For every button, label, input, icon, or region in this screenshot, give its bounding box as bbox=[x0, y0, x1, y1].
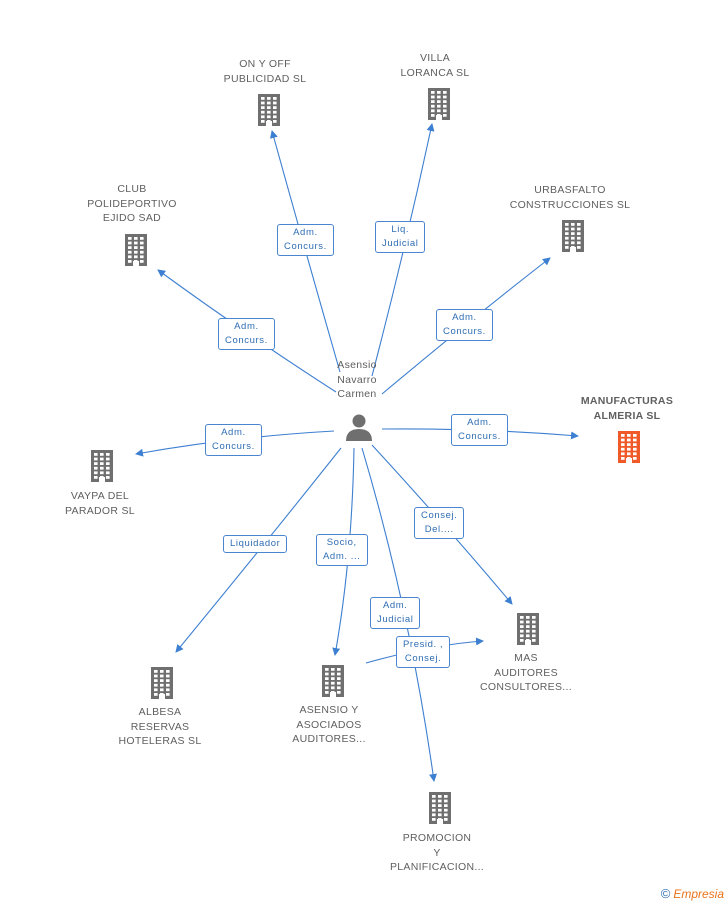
relation-label-urbasfalto[interactable]: Adm.Concurs. bbox=[436, 309, 493, 341]
relation-label-club[interactable]: Adm.Concurs. bbox=[218, 318, 275, 350]
copyright-icon: © bbox=[660, 886, 671, 901]
building-icon bbox=[151, 667, 173, 699]
relation-label-albesa[interactable]: Liquidador bbox=[223, 535, 288, 553]
person-icon bbox=[346, 414, 372, 441]
building-icon bbox=[322, 665, 344, 697]
building-icon bbox=[428, 88, 450, 120]
relation-label-promocion[interactable]: Adm.Judicial bbox=[370, 597, 421, 629]
building-icon bbox=[91, 450, 113, 482]
relation-label-manufacturas[interactable]: Adm.Concurs. bbox=[451, 414, 508, 446]
building-icon-highlight bbox=[618, 431, 640, 463]
brand-name: Empresia bbox=[673, 887, 724, 901]
relation-label-asensio[interactable]: Socio,Adm. ... bbox=[316, 534, 368, 566]
relation-label-on-y-off[interactable]: Adm.Concurs. bbox=[277, 224, 334, 256]
footer-brand[interactable]: ©Empresia bbox=[661, 886, 724, 901]
building-icon bbox=[517, 613, 539, 645]
relation-label-villa[interactable]: Liq.Judicial bbox=[375, 221, 426, 253]
person-name: Asensio Navarro Carmen bbox=[337, 359, 377, 400]
relation-label-mas[interactable]: Consej.Del.... bbox=[414, 507, 465, 539]
building-icon bbox=[258, 94, 280, 126]
relation-label-vaypa[interactable]: Adm.Concurs. bbox=[205, 424, 262, 456]
building-icon bbox=[562, 220, 584, 252]
building-icon bbox=[125, 234, 147, 266]
building-icon bbox=[429, 792, 451, 824]
relation-label-asensio-mas[interactable]: Presid. ,Consej. bbox=[396, 636, 451, 668]
